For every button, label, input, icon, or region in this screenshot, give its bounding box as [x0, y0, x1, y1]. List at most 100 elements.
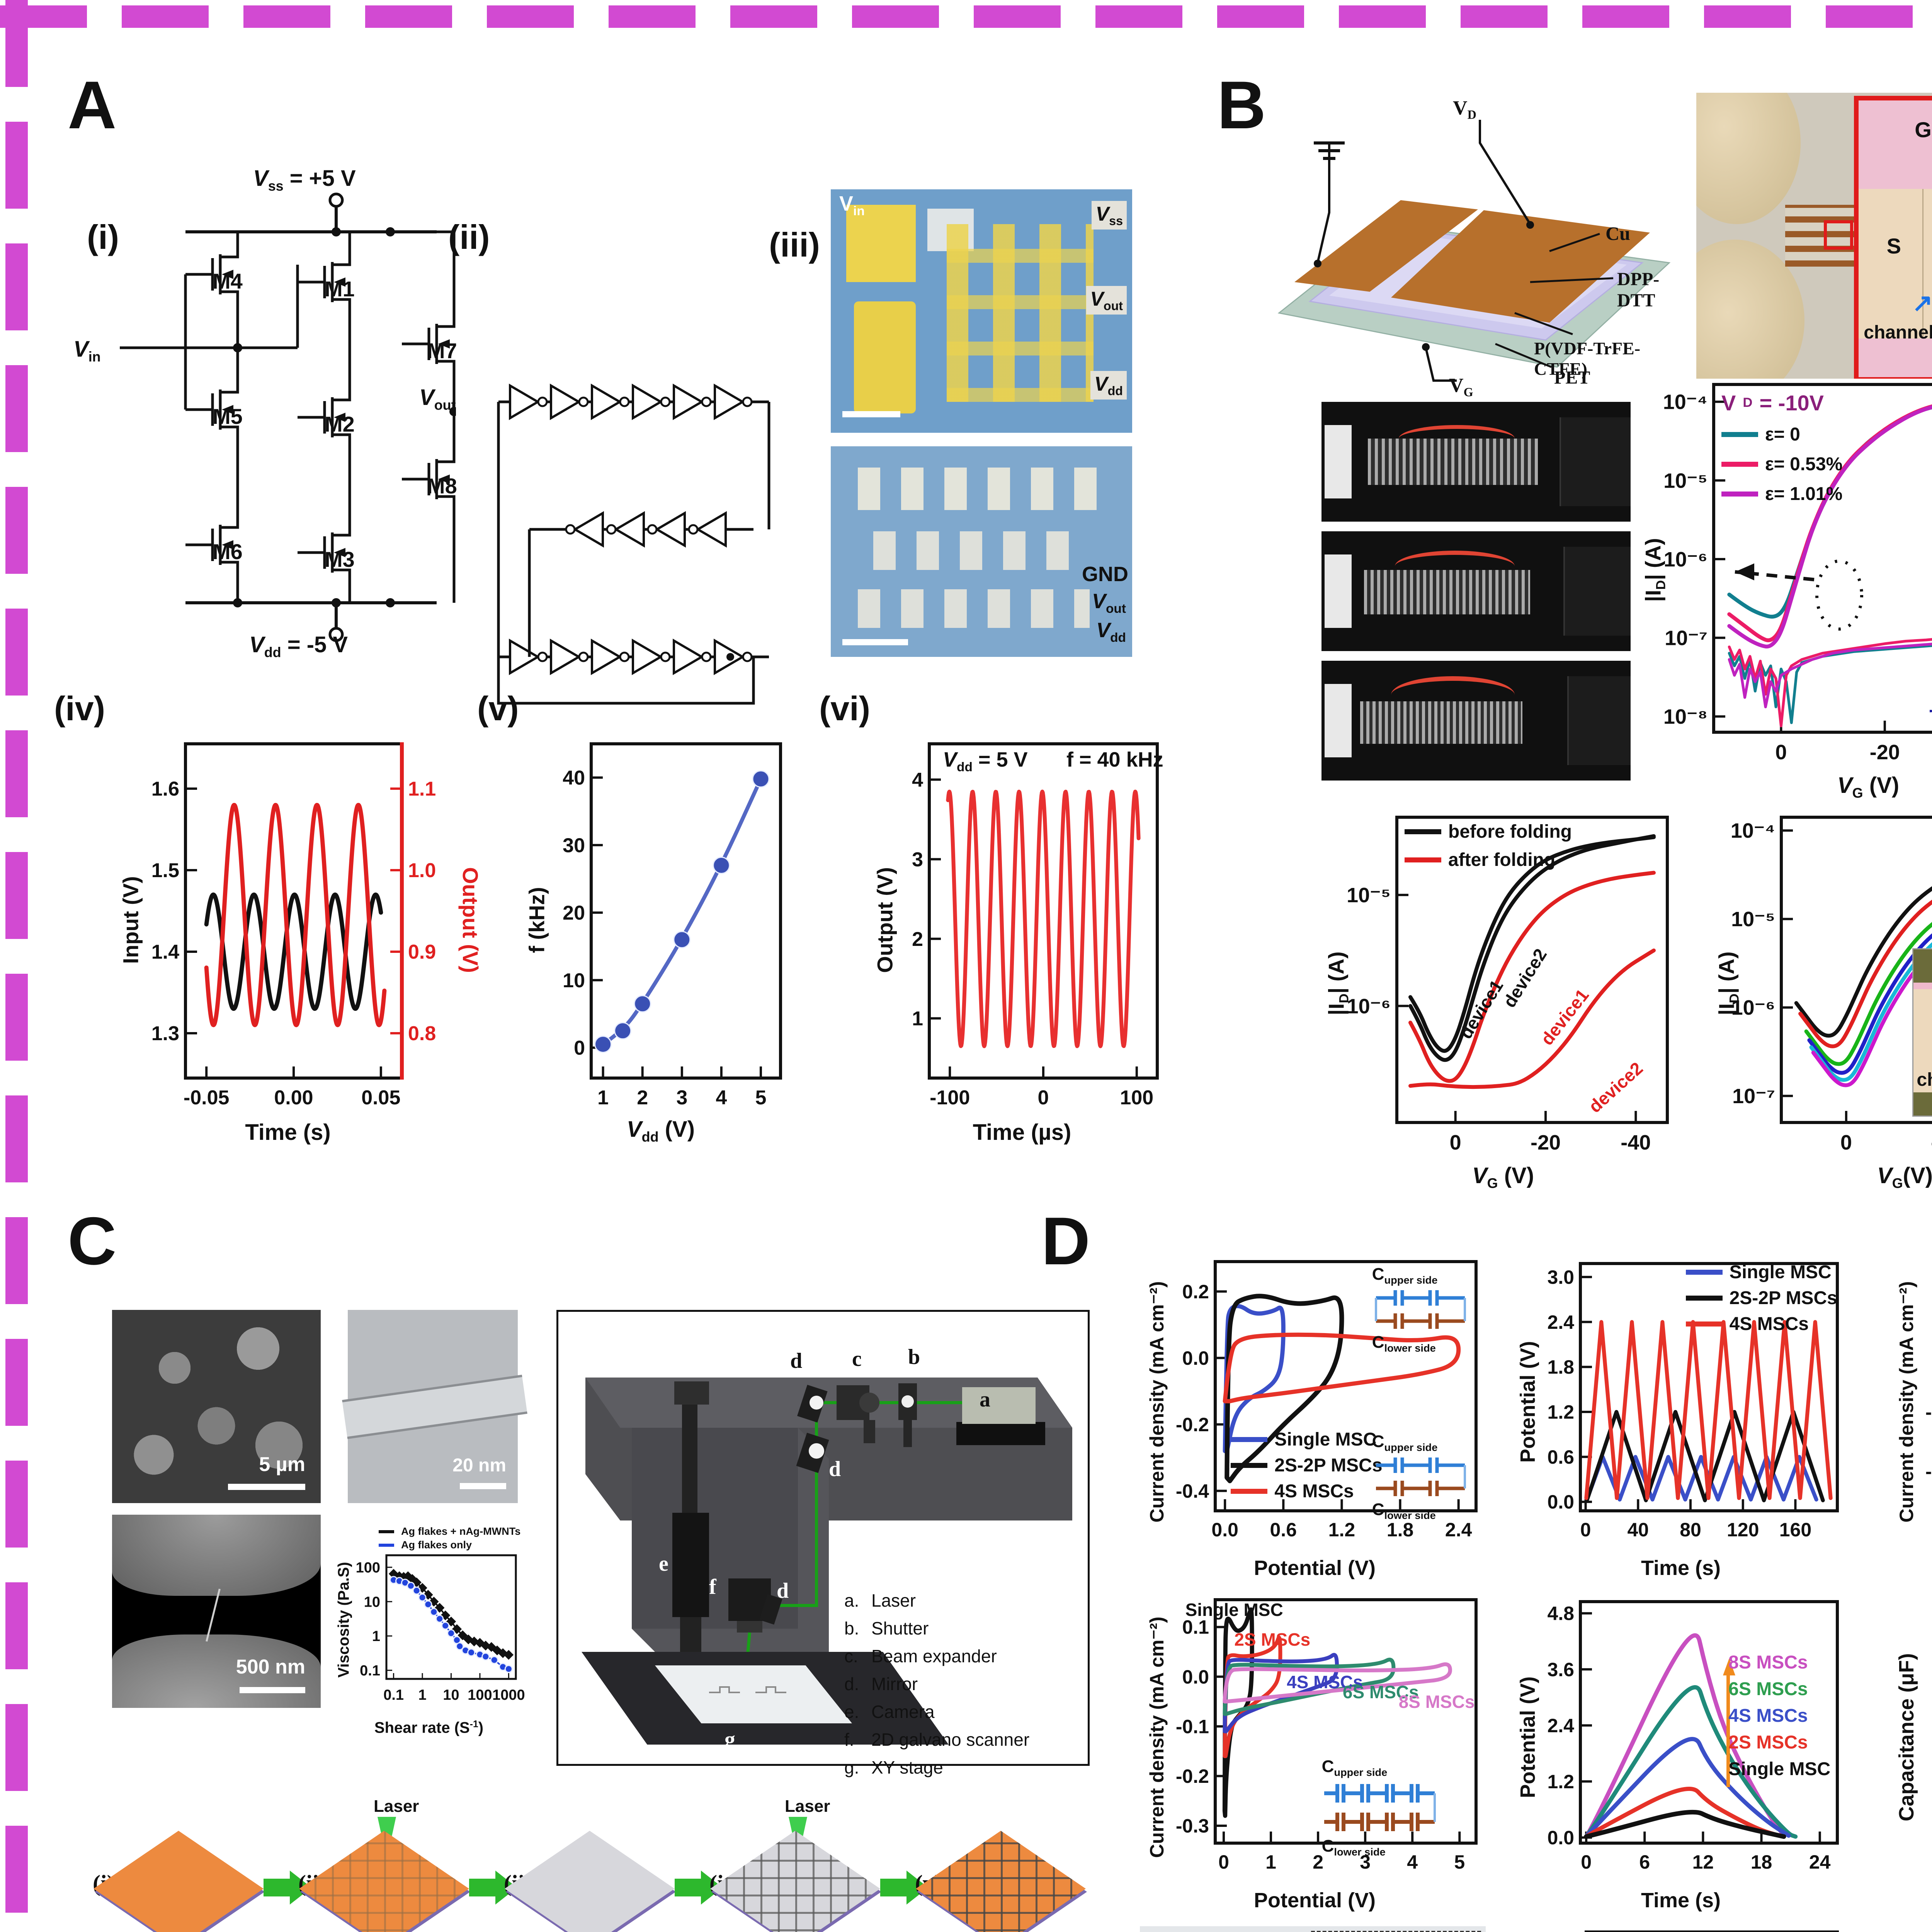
pattern: [710, 1831, 880, 1932]
clamp: [1567, 676, 1631, 765]
label-6s: 6S MSCs: [1342, 1682, 1419, 1702]
bending-photos: [1321, 402, 1631, 784]
x-axis-label: VG (V): [1472, 1163, 1534, 1191]
svg-text:-0.1: -0.1: [1176, 1716, 1209, 1737]
svg-text:-20: -20: [1870, 741, 1900, 764]
legend-val: XY stage: [871, 1757, 943, 1777]
folding-legend: before folding after folding: [1405, 821, 1572, 871]
svg-text:4: 4: [1407, 1851, 1418, 1873]
legend-4s: 4S MSCs: [1231, 1481, 1382, 1502]
transfer-strain-plot: 0-20-4010⁻⁴10⁻⁵10⁻⁶10⁻⁷10⁻⁸10⁻¹10⁻³10⁻⁵1…: [1638, 371, 1932, 804]
svg-text:10⁻⁵: 10⁻⁵: [1731, 908, 1775, 931]
laser-letter-e: e: [659, 1552, 668, 1576]
viscosity-legend: Ag flakes + nAg-MWNTs Ag flakes only: [379, 1526, 520, 1551]
c-upper-label: Cupper side: [1321, 1757, 1388, 1778]
vd-label: VD: [1453, 97, 1476, 122]
micro-vdd-label: Vdd: [1090, 371, 1127, 400]
vdd-annotation: Vdd = 5 V: [943, 748, 1028, 774]
inverter-chain-diagram: [483, 332, 788, 719]
svg-text:2: 2: [637, 1087, 648, 1109]
cu-label: Cu: [1605, 223, 1630, 244]
svg-text:0.1: 0.1: [1182, 1616, 1209, 1638]
gcd-series-legend: 8S MSCs 6S MSCs 4S MSCs 2S MSCs Single M…: [1728, 1652, 1830, 1780]
legend-val: 2D galvano scanner: [871, 1730, 1030, 1750]
svg-text:2: 2: [912, 928, 923, 951]
c-upper-label: Cupper side: [1372, 1265, 1438, 1286]
cv-parallel-plot: 0.00.40.81.20.70.0-0.7-1.4: [1511, 1918, 1851, 1932]
svg-text:1.2: 1.2: [1547, 1401, 1574, 1423]
transistor-row: [873, 531, 1078, 570]
svg-text:1.2: 1.2: [1328, 1519, 1355, 1541]
svg-text:0: 0: [1450, 1131, 1461, 1154]
red-trace: [1399, 425, 1515, 452]
svg-text:4.8: 4.8: [1547, 1603, 1574, 1624]
scale-bar: [228, 1484, 305, 1490]
micrograph-oscillator: GND Vout Vdd: [831, 446, 1132, 657]
svg-text:1: 1: [418, 1687, 426, 1703]
y2-axis-label: Output (V): [458, 867, 483, 973]
label-2s: 2S MSCs: [1234, 1629, 1311, 1650]
svg-text:0.6: 0.6: [1270, 1519, 1297, 1541]
y-axis-label: Current density (mA cm⁻²): [1146, 1616, 1168, 1858]
panel-c-label: C: [68, 1204, 117, 1279]
y-axis-label: Current density (mA cm⁻²): [1896, 1281, 1917, 1523]
sem-bridge: 500 nm: [112, 1515, 321, 1708]
y-axis-label: f (kHz): [524, 887, 549, 953]
svg-text:10⁻⁴: 10⁻⁴: [1663, 391, 1708, 414]
substrate-3d: [505, 1831, 675, 1932]
svg-text:1: 1: [912, 1008, 923, 1030]
bottom-region: [1859, 338, 1932, 377]
vg-label: VG: [1449, 374, 1473, 399]
legend-key: c.: [844, 1646, 858, 1666]
c-lower-label: Clower side: [1372, 1333, 1436, 1354]
svg-text:10⁻⁵: 10⁻⁵: [1347, 884, 1391, 907]
micro-vss-label: Vss: [1092, 201, 1127, 230]
svg-text:10⁻⁶: 10⁻⁶: [1347, 995, 1391, 1018]
laser-letter-g: g: [724, 1728, 735, 1752]
c-upper-label: Cupper side: [1372, 1432, 1438, 1453]
legend-after-folding: after folding: [1405, 849, 1572, 871]
pad: [1913, 949, 1932, 983]
scale-bar: [460, 1483, 506, 1489]
c-lower-label: Clower side: [1321, 1836, 1386, 1858]
laser-letter-d3: d: [777, 1579, 789, 1603]
micro-gnd-label: GND: [1082, 563, 1128, 586]
svg-text:1.8: 1.8: [1387, 1519, 1414, 1541]
gate-region: [1859, 100, 1932, 189]
svg-text:0.0: 0.0: [1547, 1827, 1574, 1849]
panel-a-label: A: [68, 68, 117, 143]
svg-text:0.00: 0.00: [274, 1087, 313, 1109]
svg-text:10⁻⁴: 10⁻⁴: [1731, 819, 1775, 842]
msc-array-photo: HARBIN Advanc Wave Cupper side Clower si…: [1140, 1926, 1486, 1932]
clamp: [1325, 425, 1352, 498]
legend-4s: 4S MSCs: [1685, 1313, 1837, 1335]
nanotube: [342, 1374, 527, 1439]
svg-text:0: 0: [1581, 1851, 1592, 1873]
svg-text:0.0: 0.0: [1547, 1491, 1574, 1513]
svg-text:0: 0: [1580, 1519, 1591, 1541]
bend-photo-max: [1321, 661, 1631, 781]
orange-arrow-stem: [1726, 1675, 1730, 1787]
svg-text:1.8: 1.8: [1547, 1356, 1574, 1378]
svg-text:1.4: 1.4: [151, 941, 179, 963]
chart-transfer-strain: 0-20-4010⁻⁴10⁻⁵10⁻⁶10⁻⁷10⁻⁸10⁻¹10⁻³10⁻⁵1…: [1638, 371, 1932, 804]
series-chain-inset: Cupper side Clower side: [1322, 1757, 1438, 1858]
red-trace: [1395, 551, 1515, 582]
substrate-3d: [94, 1831, 264, 1932]
svg-text:10⁻⁷: 10⁻⁷: [1665, 627, 1708, 650]
legend-2s2p: 2S-2P MSCs: [1231, 1455, 1383, 1476]
svg-text:0.0: 0.0: [1182, 1347, 1209, 1369]
pvdf-label: P(VDF-TrFE-CTFE): [1534, 338, 1641, 379]
circuit-traces: [947, 224, 1094, 402]
svg-text:2.4: 2.4: [1547, 1311, 1574, 1333]
svg-text:-0.2: -0.2: [1176, 1414, 1209, 1435]
legend-single: Single MSC: [1728, 1759, 1831, 1779]
clamp: [1325, 684, 1352, 757]
micro-vdd-label: Vdd: [1096, 619, 1126, 645]
svg-text:12: 12: [1692, 1851, 1714, 1873]
legend-val: Camera: [871, 1702, 935, 1722]
scale-bar: [842, 411, 900, 417]
svg-text:1.3: 1.3: [151, 1022, 179, 1045]
